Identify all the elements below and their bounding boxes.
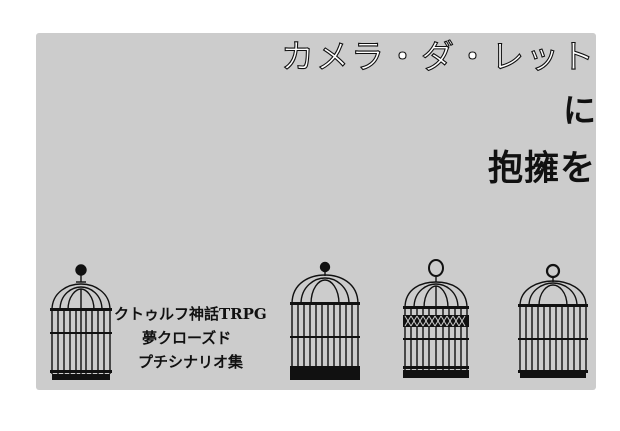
birdcage-icon — [518, 263, 588, 378]
subtitle-line-3: プチシナリオ集 — [138, 353, 244, 371]
subtitle-block: クトゥルフ神話TRPG 夢クローズド プチシナリオ集 — [114, 302, 267, 374]
title-line-3: 抱擁を — [487, 149, 596, 189]
title-line-1: カメラ・ダ・レット — [280, 36, 596, 76]
subtitle-line-2: 夢クローズド — [142, 329, 232, 347]
title-line-2: に — [563, 91, 596, 130]
birdcage-icon — [50, 264, 112, 380]
birdcage-icon — [290, 261, 360, 380]
subtitle-line-1: クトゥルフ神話TRPG — [114, 305, 267, 323]
birdcage-icon — [403, 259, 469, 378]
